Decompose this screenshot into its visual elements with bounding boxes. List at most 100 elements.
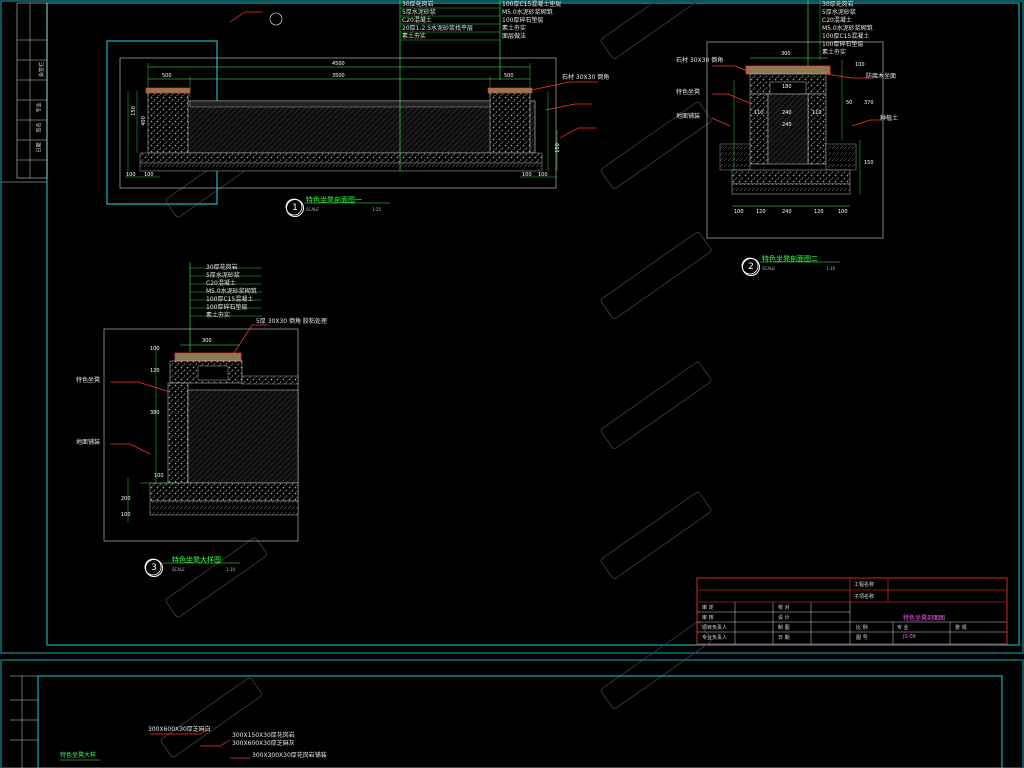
title-block-cell-7: 日 期	[778, 635, 790, 641]
detail-2-dim-12: 50	[846, 100, 853, 106]
detail-2-scale-value: 1:10	[826, 266, 835, 271]
detail-2-scale-label: SCALE	[762, 266, 775, 271]
detail-2-dim-5: 110	[812, 110, 822, 116]
detail-1-caption: 特色坐凳剖面图一	[306, 196, 362, 204]
detail-1-scale-value: 1:25	[372, 207, 381, 212]
detail-3-section	[103, 262, 299, 576]
detail-2-dim-11: 100	[855, 62, 865, 68]
detail-3-left-note-1: 地面铺装	[76, 439, 101, 446]
detail-3-number: 3	[145, 559, 163, 577]
detail-1-scale-label: SCALE	[306, 207, 319, 212]
title-block-cell-10: 专 业	[897, 625, 909, 631]
detail-2-section	[706, 0, 884, 275]
detail-2-dim-7: 120	[756, 209, 766, 215]
title-block-cell-1: 审 核	[702, 615, 714, 621]
detail-1-note-0: 30厚花岗岩	[402, 1, 434, 8]
detail-1-dim-v1: 400	[140, 116, 147, 126]
detail-2-right-note-0: 防腐木坐面	[866, 73, 897, 80]
detail-2-dim-4: 240	[782, 122, 792, 128]
side-strip-label-3: 日期	[36, 142, 43, 153]
detail-1-dim-right: 500	[504, 73, 514, 79]
title-block-cell-0: 审 定	[702, 605, 714, 611]
detail-2-frame	[706, 41, 884, 239]
detail-1-dim-b1: 100	[126, 172, 136, 178]
detail-2-dim-1: 180	[782, 84, 792, 90]
title-block-cell-2: 项目负责人	[702, 625, 728, 631]
detail-1-dim-b3: 100	[522, 172, 532, 178]
detail-2-left-note-0: 特色坐凳	[676, 89, 701, 96]
sheet-outer-frame	[0, 0, 1024, 654]
lower-sheet-note-1: 300X600X30厚芝麻白	[148, 726, 211, 733]
detail-2-dim-13: 370	[864, 100, 874, 106]
detail-3-note-3: M5.0水泥砂浆砌筑	[206, 288, 257, 295]
detail-1-dim-b2: 100	[144, 172, 154, 178]
detail-3-scale-value: 1:10	[226, 567, 235, 572]
title-block-drawing-title: 特色坐凳剖面图	[903, 615, 946, 622]
title-block-cell-5: 设 计	[778, 615, 790, 621]
detail-3-dim-2: 120	[150, 368, 160, 374]
detail-2-dim-9: 120	[814, 209, 824, 215]
title-block-cell-6: 制 图	[778, 625, 790, 631]
title-block-drawing-no: JS-08	[903, 634, 916, 640]
detail-3-note-4: 100厚C15混凝土	[206, 296, 254, 303]
detail-1-note-7: 100厚碎石垫层	[502, 17, 544, 24]
detail-1-dim-total: 4500	[332, 61, 345, 67]
detail-2-note-3: M5.0水泥砂浆砌筑	[822, 25, 873, 32]
detail-1-note-8: 素土夯实	[502, 25, 527, 32]
detail-1-right-note: 石材 30X30 倒角	[562, 74, 610, 81]
detail-3-right-note: 5厚 30X30 倒角 胶粘处理	[256, 318, 327, 325]
detail-1-section	[106, 0, 598, 216]
detail-2-dim-10: 100	[838, 209, 848, 215]
detail-1-frame	[119, 57, 557, 189]
side-strip-label-1: 专业	[36, 102, 43, 113]
detail-2-dim-0: 300	[781, 51, 791, 57]
lower-sheet-note-3: 300X600X30厚芝麻灰	[232, 740, 295, 747]
detail-3-left-note-0: 特色坐凳	[76, 377, 101, 384]
detail-1-note-9: 面层做法	[502, 33, 527, 40]
detail-2-caption: 特色坐凳剖面图二	[762, 255, 818, 263]
detail-1-dim-v3: 150	[554, 143, 561, 153]
title-block-project-label: 工程名称	[854, 582, 875, 588]
lower-sheet-note-2: 300X150X30厚花岗岩	[232, 732, 295, 739]
title-block-cell-9: 比 例	[856, 625, 868, 631]
detail-3-dim-3: 380	[150, 410, 160, 416]
side-strip-label-2: 签名	[36, 122, 43, 133]
detail-3-dim-1: 100	[150, 346, 160, 352]
detail-2-top-note: 石材 30X30 倒角	[676, 57, 724, 64]
detail-1-dim-left: 500	[162, 73, 172, 79]
detail-3-scale-label: SCALE	[172, 567, 185, 572]
detail-3-note-6: 素土夯实	[206, 312, 231, 319]
detail-2-dim-6: 100	[734, 209, 744, 215]
detail-1-note-6: M5.0水泥砂浆砌筑	[502, 9, 553, 16]
detail-1-dim-b4: 100	[538, 172, 548, 178]
detail-2-note-2: C20混凝土	[822, 17, 852, 24]
detail-2-note-0: 30厚花岗岩	[822, 1, 854, 8]
left-signature-strip	[1, 2, 48, 183]
detail-3-note-0: 30厚花岗岩	[206, 264, 238, 271]
title-block	[696, 577, 1008, 645]
detail-1-note-2: C20混凝土	[402, 17, 432, 24]
detail-2-left-note-1: 地面铺装	[676, 113, 701, 120]
detail-2-note-5: 100厚碎石垫层	[822, 41, 864, 48]
detail-3-dim-0: 300	[202, 338, 212, 344]
title-block-cell-11: 景 观	[955, 625, 967, 631]
watermark-group	[160, 0, 712, 758]
detail-3-note-5: 100厚碎石垫层	[206, 304, 248, 311]
title-block-cell-8: 图 号	[856, 635, 868, 641]
lower-sheet-caption: 特色坐凳大样	[60, 752, 97, 759]
detail-1-note-3: 20厚1:2.5水泥砂浆找平层	[402, 25, 474, 32]
detail-2-number: 2	[742, 258, 760, 276]
detail-3-dim-5: 200	[121, 496, 131, 502]
detail-1-note-5: 100厚C15混凝土垫层	[502, 1, 562, 8]
lower-sheet-note-4: 300X300X30厚花岗岩铺装	[252, 752, 327, 759]
detail-3-dim-6: 100	[121, 512, 131, 518]
detail-2-note-1: 5厚水泥砂浆	[822, 9, 856, 16]
title-block-cell-4: 校 对	[778, 605, 790, 611]
side-strip-label-0: 会签栏	[39, 61, 46, 78]
detail-3-caption: 特色坐凳大样图	[172, 556, 221, 564]
lower-sheet	[0, 659, 1024, 768]
title-block-subitem-label: 子项名称	[854, 594, 875, 600]
detail-1-note-1: 5厚水泥砂浆	[402, 9, 436, 16]
